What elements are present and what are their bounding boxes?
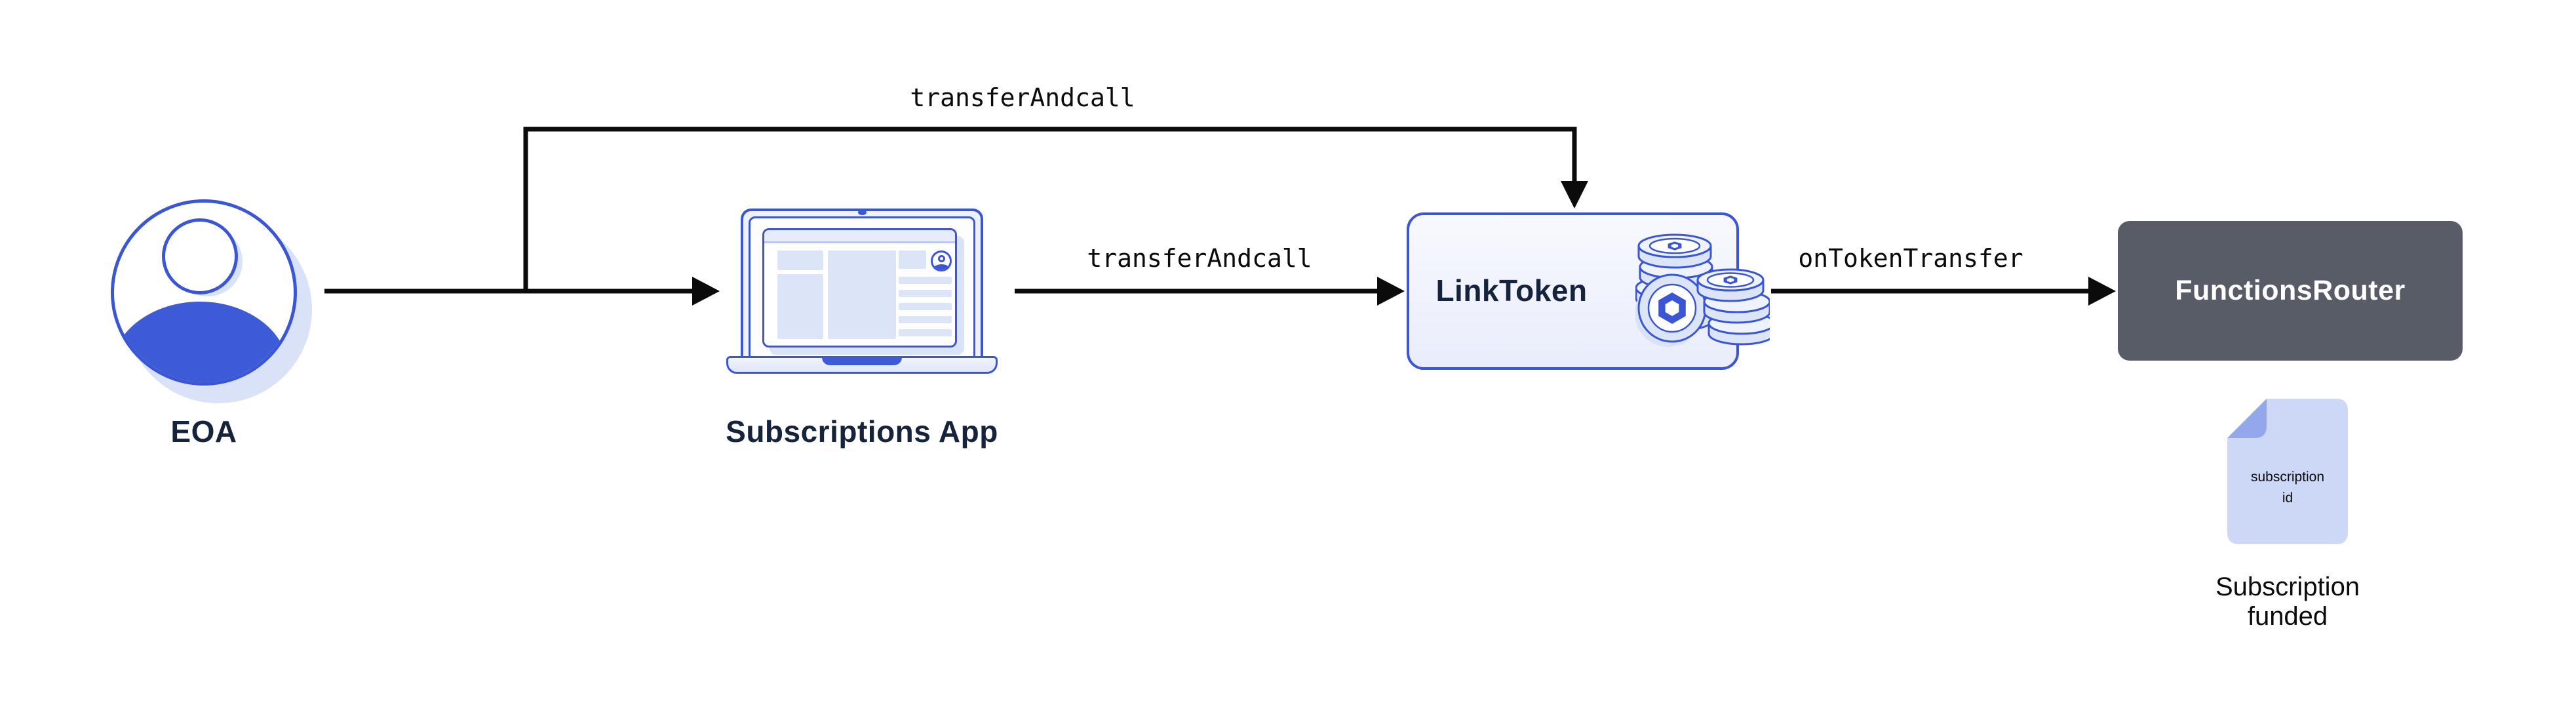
- eoa-label: EOA: [170, 414, 237, 449]
- subscription-id-text: subscription id: [2227, 467, 2348, 509]
- subscription-document-icon: [2227, 399, 2348, 544]
- node-functions-router: FunctionsRouter: [2118, 221, 2463, 361]
- browser-toolbar-icon: [764, 230, 955, 243]
- browser-main-block: [828, 250, 896, 339]
- link-token-label: LinkToken: [1435, 273, 1588, 308]
- edge-label-transferandcall-top: transferAndcall: [910, 83, 1135, 112]
- document-fold-icon: [2227, 399, 2267, 438]
- subscription-id-line2: id: [2282, 490, 2293, 506]
- browser-sidebar-block: [777, 274, 823, 339]
- browser-list-row: [899, 329, 952, 336]
- subscription-funded-line1: Subscription: [2215, 572, 2360, 601]
- laptop-camera-icon: [858, 210, 867, 215]
- subscription-id-line1: subscription: [2250, 469, 2325, 485]
- edge-label-transferandcall-mid: transferAndcall: [1087, 244, 1312, 273]
- link-coins-icon: [1635, 233, 1770, 347]
- functions-router-label: FunctionsRouter: [2175, 275, 2406, 306]
- person-avatar-icon: [111, 199, 297, 386]
- browser-list-row: [899, 316, 952, 323]
- coin-stack-right-icon: [1696, 268, 1770, 346]
- edge-eoa-to-app-arrow: [324, 277, 720, 306]
- browser-window-icon: [762, 228, 957, 348]
- subscription-funded-line2: funded: [2247, 602, 2328, 631]
- edge-label-ontokentransfer: onTokenTransfer: [1798, 244, 2023, 273]
- browser-user-avatar-icon: [931, 250, 952, 271]
- laptop-notch-icon: [822, 357, 902, 365]
- browser-list-row: [899, 303, 952, 310]
- browser-list-row: [899, 290, 952, 297]
- browser-avatar-body-icon: [933, 264, 950, 269]
- edge-app-to-linktoken-arrow: [1015, 277, 1405, 306]
- browser-side-block: [899, 250, 926, 269]
- browser-sidebar-block: [777, 250, 823, 270]
- browser-avatar-head-icon: [938, 255, 945, 262]
- avatar-body-icon: [114, 302, 288, 382]
- subscription-funded-caption: Subscription funded: [2156, 572, 2419, 631]
- chainlink-coin-icon: [1635, 273, 1707, 347]
- browser-list-row: [899, 277, 952, 284]
- avatar-head-icon: [162, 218, 238, 294]
- subscriptions-app-label: Subscriptions App: [726, 414, 998, 449]
- edge-linktoken-to-router-arrow: [1771, 277, 2116, 306]
